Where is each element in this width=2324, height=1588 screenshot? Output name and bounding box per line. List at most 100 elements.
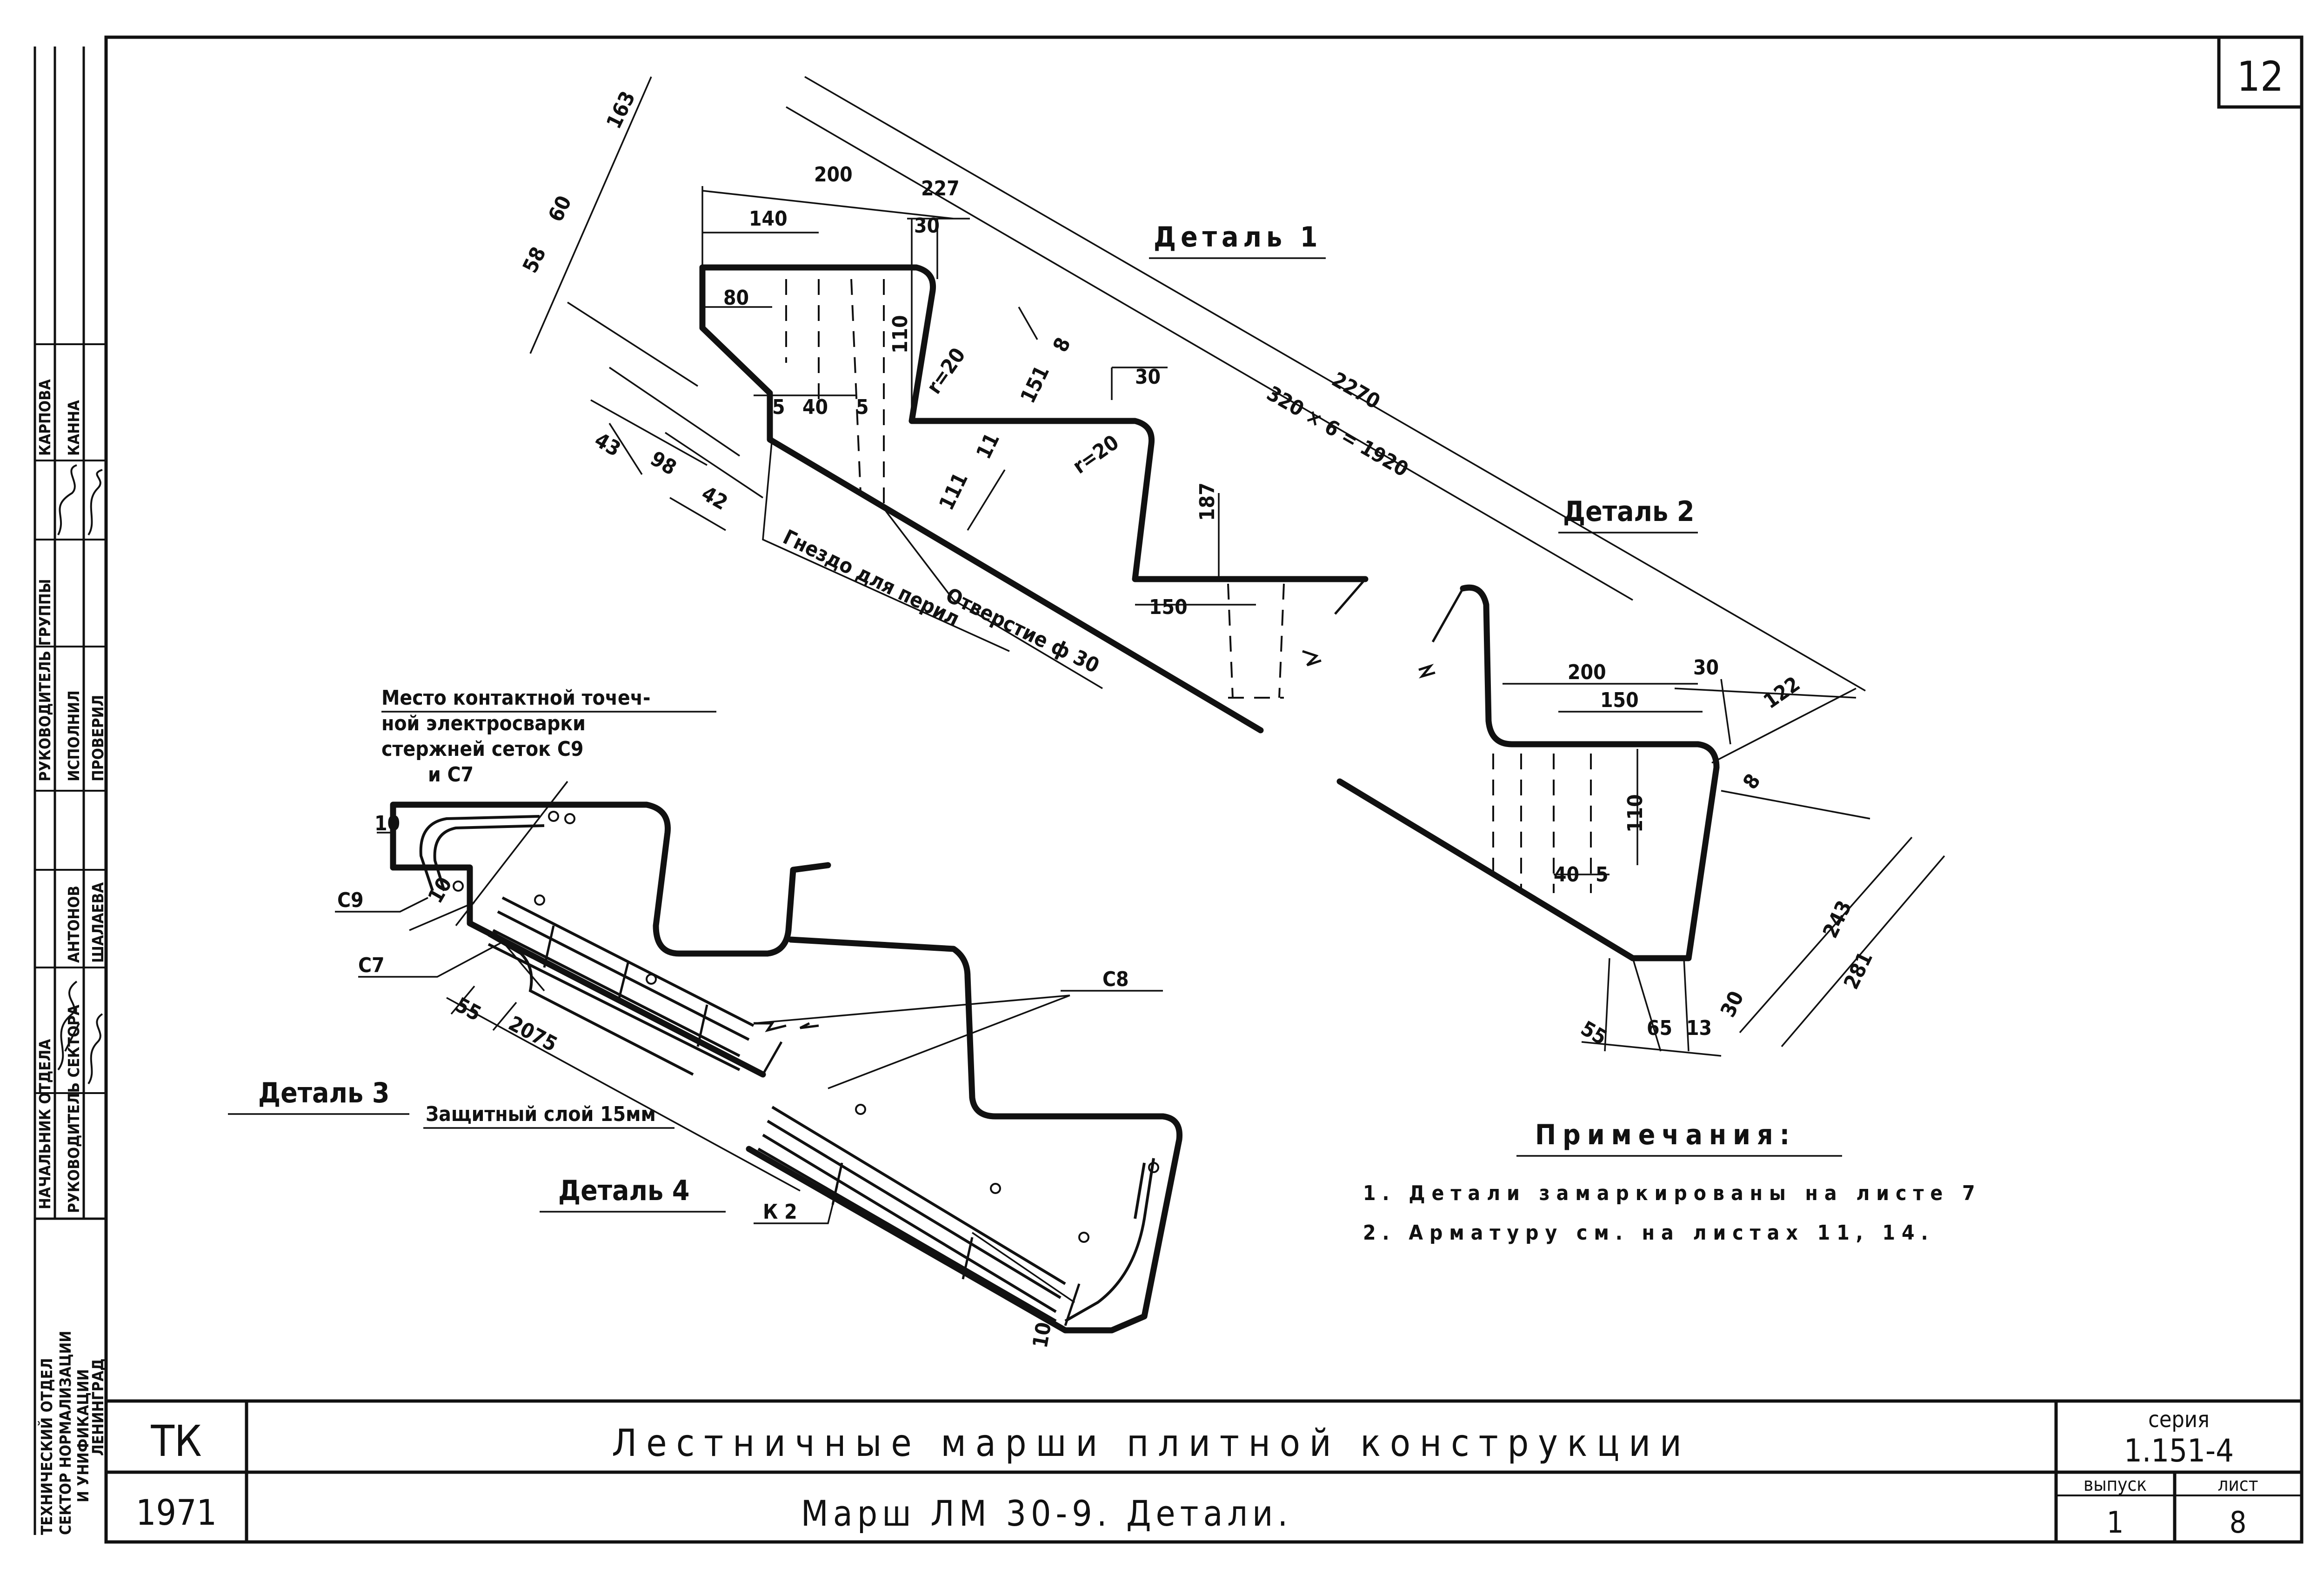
detail1-break	[1302, 578, 1366, 667]
dim-42: 42	[698, 481, 732, 515]
dim-65: 65	[1647, 1016, 1672, 1040]
dim-10a: 10	[374, 812, 400, 835]
dim-110b: 110	[1623, 794, 1647, 833]
c8-leaders	[753, 990, 1163, 1089]
title-main: Лестничные марши плитной конструкции	[612, 1421, 1691, 1465]
signature-4	[87, 469, 103, 536]
title-year: 1971	[136, 1492, 217, 1533]
reinforcement-k2	[1064, 1158, 1155, 1322]
detail-3-4: Место контактной точеч- ной электросварк…	[228, 686, 1183, 1350]
detail2-label: Деталь 2	[1563, 495, 1694, 528]
series-value: 1.151-4	[2124, 1433, 2234, 1469]
title-code: ТК	[150, 1416, 201, 1466]
dim-5a: 5	[772, 395, 785, 419]
dim-58: 58	[518, 243, 551, 277]
dim-140: 140	[749, 207, 788, 231]
detail3-label: Деталь 3	[258, 1077, 389, 1109]
reinforcement-c9	[419, 815, 545, 891]
dim-200b: 200	[1568, 661, 1606, 684]
welding-note-2: ной электросварки	[381, 712, 586, 735]
stamp-role-1: НАЧАЛЬНИК ОТДЕЛА	[36, 1039, 54, 1209]
detail3-profile	[390, 801, 831, 957]
stamp-name-2: ШАЛАЕВА	[89, 882, 107, 963]
stamp-name-3: КАРПОВА	[36, 379, 54, 456]
dim-122: 122	[1759, 672, 1804, 714]
dim-5c: 5	[1596, 863, 1609, 887]
label-c7: С7	[358, 954, 385, 977]
detail2-break	[1418, 587, 1464, 679]
stamp-org-2: СЕКТОР НОРМАЛИЗАЦИИ	[56, 1331, 74, 1535]
detail4-label: Деталь 4	[558, 1174, 689, 1207]
detail4-profile	[746, 936, 1183, 1334]
dim-150b: 150	[1600, 688, 1639, 712]
issue-value: 1	[2107, 1506, 2124, 1540]
dim-30a: 30	[914, 214, 940, 238]
notes: Примечания: 1. Детали замаркированы на л…	[1363, 1119, 1982, 1245]
dim-10c: 10	[1028, 1321, 1056, 1350]
detail3-dim-lines	[377, 781, 1075, 1303]
stamp-org-1: ТЕХНИЧЕСКИЙ ОТДЕЛ	[37, 1358, 56, 1535]
detail1-dim-lines	[529, 76, 1866, 692]
dim-60: 60	[544, 192, 576, 226]
signature-1	[57, 981, 80, 1071]
dim-1920: 320 × 6 = 1920	[1263, 381, 1412, 481]
dim-187: 187	[1195, 482, 1219, 521]
dim-30c: 30	[1693, 656, 1719, 680]
detail1-profile	[699, 264, 1369, 582]
sheet-number-box	[2217, 35, 2304, 109]
note-2: 2. Арматуру см. на листах 11, 14.	[1363, 1221, 1935, 1245]
sheet-number: 12	[2237, 53, 2284, 100]
sheet-value: 8	[2230, 1506, 2247, 1540]
dim-30b: 30	[1135, 365, 1161, 389]
dim-13: 13	[1686, 1016, 1712, 1040]
reinforcement-c8	[488, 896, 1066, 1322]
dim-151: 151	[1016, 362, 1054, 407]
protective-layer: Защитный слой 15мм	[426, 1102, 656, 1126]
dim-43: 43	[591, 428, 625, 461]
signature-3	[57, 464, 77, 535]
welding-note-4: и С7	[428, 763, 474, 787]
dim-98: 98	[647, 447, 681, 480]
note-1: 1. Детали замаркированы на листе 7	[1363, 1181, 1982, 1205]
detail-1: Деталь 1 Деталь 2 Гнездо для перил Отвер…	[518, 76, 1866, 734]
label-c9: С9	[337, 888, 364, 912]
dim-110a: 110	[888, 315, 912, 354]
stamp-role-3: РУКОВОДИТЕЛЬ ГРУППЫ	[36, 579, 54, 781]
weld-points	[453, 811, 1159, 1243]
dim-r20a: r=20	[922, 344, 970, 399]
hole-label: Отверстие ф 30	[942, 583, 1103, 678]
label-k2: К 2	[763, 1200, 797, 1224]
dim-150a: 150	[1149, 595, 1188, 619]
detail1-leaders	[762, 437, 1103, 689]
detail1-hole-dash	[1227, 583, 1285, 699]
series-label: серия	[2148, 1407, 2210, 1433]
dim-40b: 40	[1554, 863, 1579, 887]
dim-200a: 200	[814, 163, 853, 187]
issue-label: выпуск	[2084, 1474, 2147, 1495]
welding-note-1: Место контактной точеч-	[381, 686, 650, 710]
stamp-org-4: ЛЕНИНГРАД	[89, 1358, 107, 1456]
k2-leader	[754, 1186, 838, 1224]
notes-title: Примечания:	[1535, 1119, 1796, 1151]
dim-281: 281	[1839, 948, 1877, 993]
detail3-break	[754, 1022, 819, 1075]
outer-frame	[104, 35, 2304, 1544]
stamp-org-3: И УНИФИКАЦИИ	[74, 1369, 92, 1502]
stamp-role-5: ПРОВЕРИЛ	[89, 695, 107, 781]
c7-leader	[358, 939, 508, 978]
dim-8a: 8	[1048, 334, 1075, 356]
title-block: ТК 1971 Лестничные марши плитной констру…	[106, 1399, 2302, 1542]
dim-111: 111	[935, 469, 973, 514]
signature-2	[87, 1013, 103, 1085]
dim-5b: 5	[856, 395, 869, 419]
welding-note-3: стержней сеток С9	[381, 737, 583, 761]
dim-163: 163	[602, 87, 640, 133]
dim-2270: 2270	[1328, 367, 1384, 414]
label-c8: С8	[1102, 967, 1129, 991]
title-sub: Марш ЛМ 30-9. Детали.	[801, 1493, 1292, 1534]
dim-8b: 8	[1738, 769, 1765, 794]
dim-40a: 40	[802, 395, 828, 419]
dim-r20b: r=20	[1069, 430, 1123, 479]
reinforcement-c7	[488, 934, 694, 1076]
detail2-dim-lines	[1503, 679, 1945, 1057]
